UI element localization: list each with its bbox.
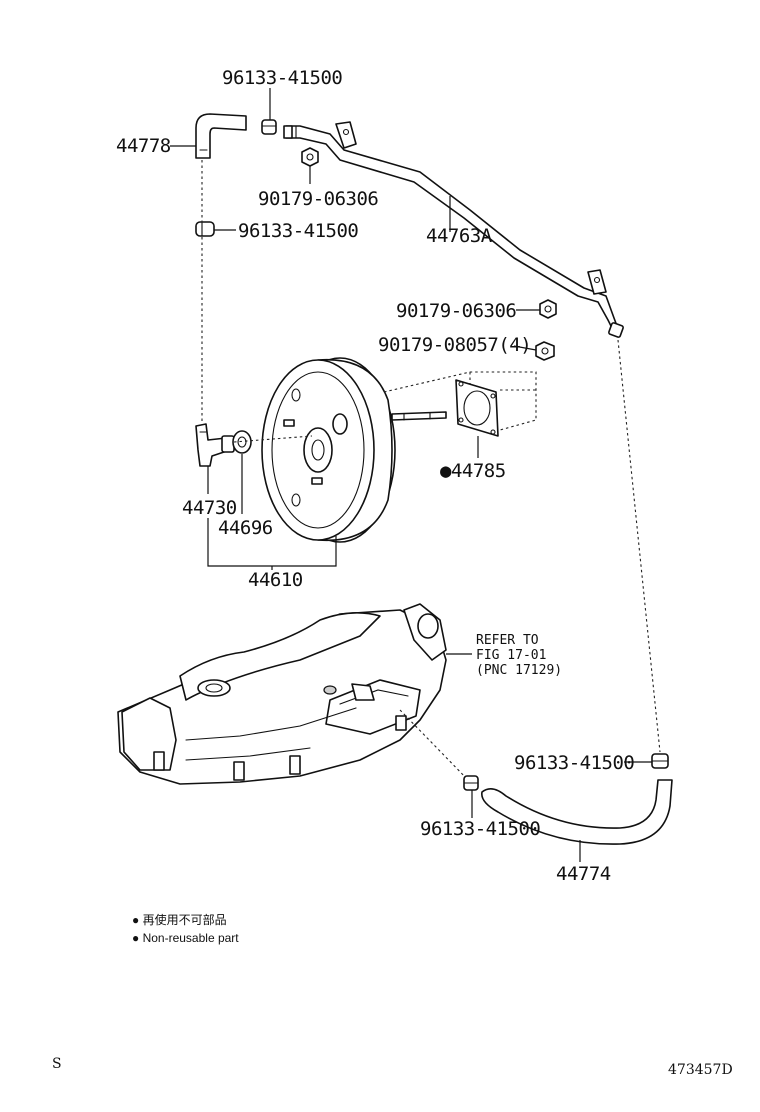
label-44730: 44730: [182, 497, 237, 519]
dashed-link-right: [617, 339, 661, 753]
hose-44778: [195, 113, 247, 159]
intake-manifold: [117, 603, 447, 785]
label-44610: 44610: [248, 569, 303, 591]
tube-44763A: [283, 121, 624, 338]
label-90179-right: 90179-06306: [396, 300, 516, 322]
clamp-96133-right: [651, 753, 669, 769]
label-44778: 44778: [116, 135, 171, 157]
brake-booster-44610: [261, 357, 447, 543]
label-44774: 44774: [556, 863, 611, 885]
footer-left: S: [52, 1056, 62, 1072]
legend-line-1: ● 再使用不可部品: [132, 912, 227, 927]
ref-line-2: FIG 17-01: [476, 648, 546, 663]
label-44785: ●44785: [440, 460, 506, 482]
nut-90179-08057: [535, 341, 555, 361]
ref-line-1: REFER TO: [476, 633, 539, 648]
label-44763A: 44763A: [426, 225, 493, 247]
legend-line-2: ● Non-reusable part: [132, 931, 239, 945]
label-96133-top: 96133-41500: [222, 67, 342, 89]
hose-44774: [481, 779, 673, 845]
label-44696: 44696: [218, 517, 273, 539]
label-90179-top: 90179-06306: [258, 188, 378, 210]
leader-90179-08057: [513, 345, 537, 351]
nut-90179-top: [301, 147, 319, 167]
label-96133-bottom: 96133-41500: [420, 818, 540, 840]
check-valve-44730: [195, 423, 235, 467]
dashed-link-manifold: [399, 709, 471, 783]
label-96133-left: 96133-41500: [238, 220, 358, 242]
clamp-96133-left: [195, 221, 215, 237]
footer-right: 473457D: [668, 1062, 733, 1078]
label-90179-08057: 90179-08057(4): [378, 334, 531, 356]
ref-line-3: (PNC 17129): [476, 663, 562, 678]
dashed-link-valve-booster: [233, 435, 313, 443]
grommet-44696: [232, 430, 252, 454]
clamp-96133-bottom: [463, 775, 479, 791]
gasket-44785: [455, 379, 499, 437]
nut-90179-right: [539, 299, 557, 319]
clamp-96133-top: [261, 119, 277, 135]
label-96133-right: 96133-41500: [514, 752, 634, 774]
